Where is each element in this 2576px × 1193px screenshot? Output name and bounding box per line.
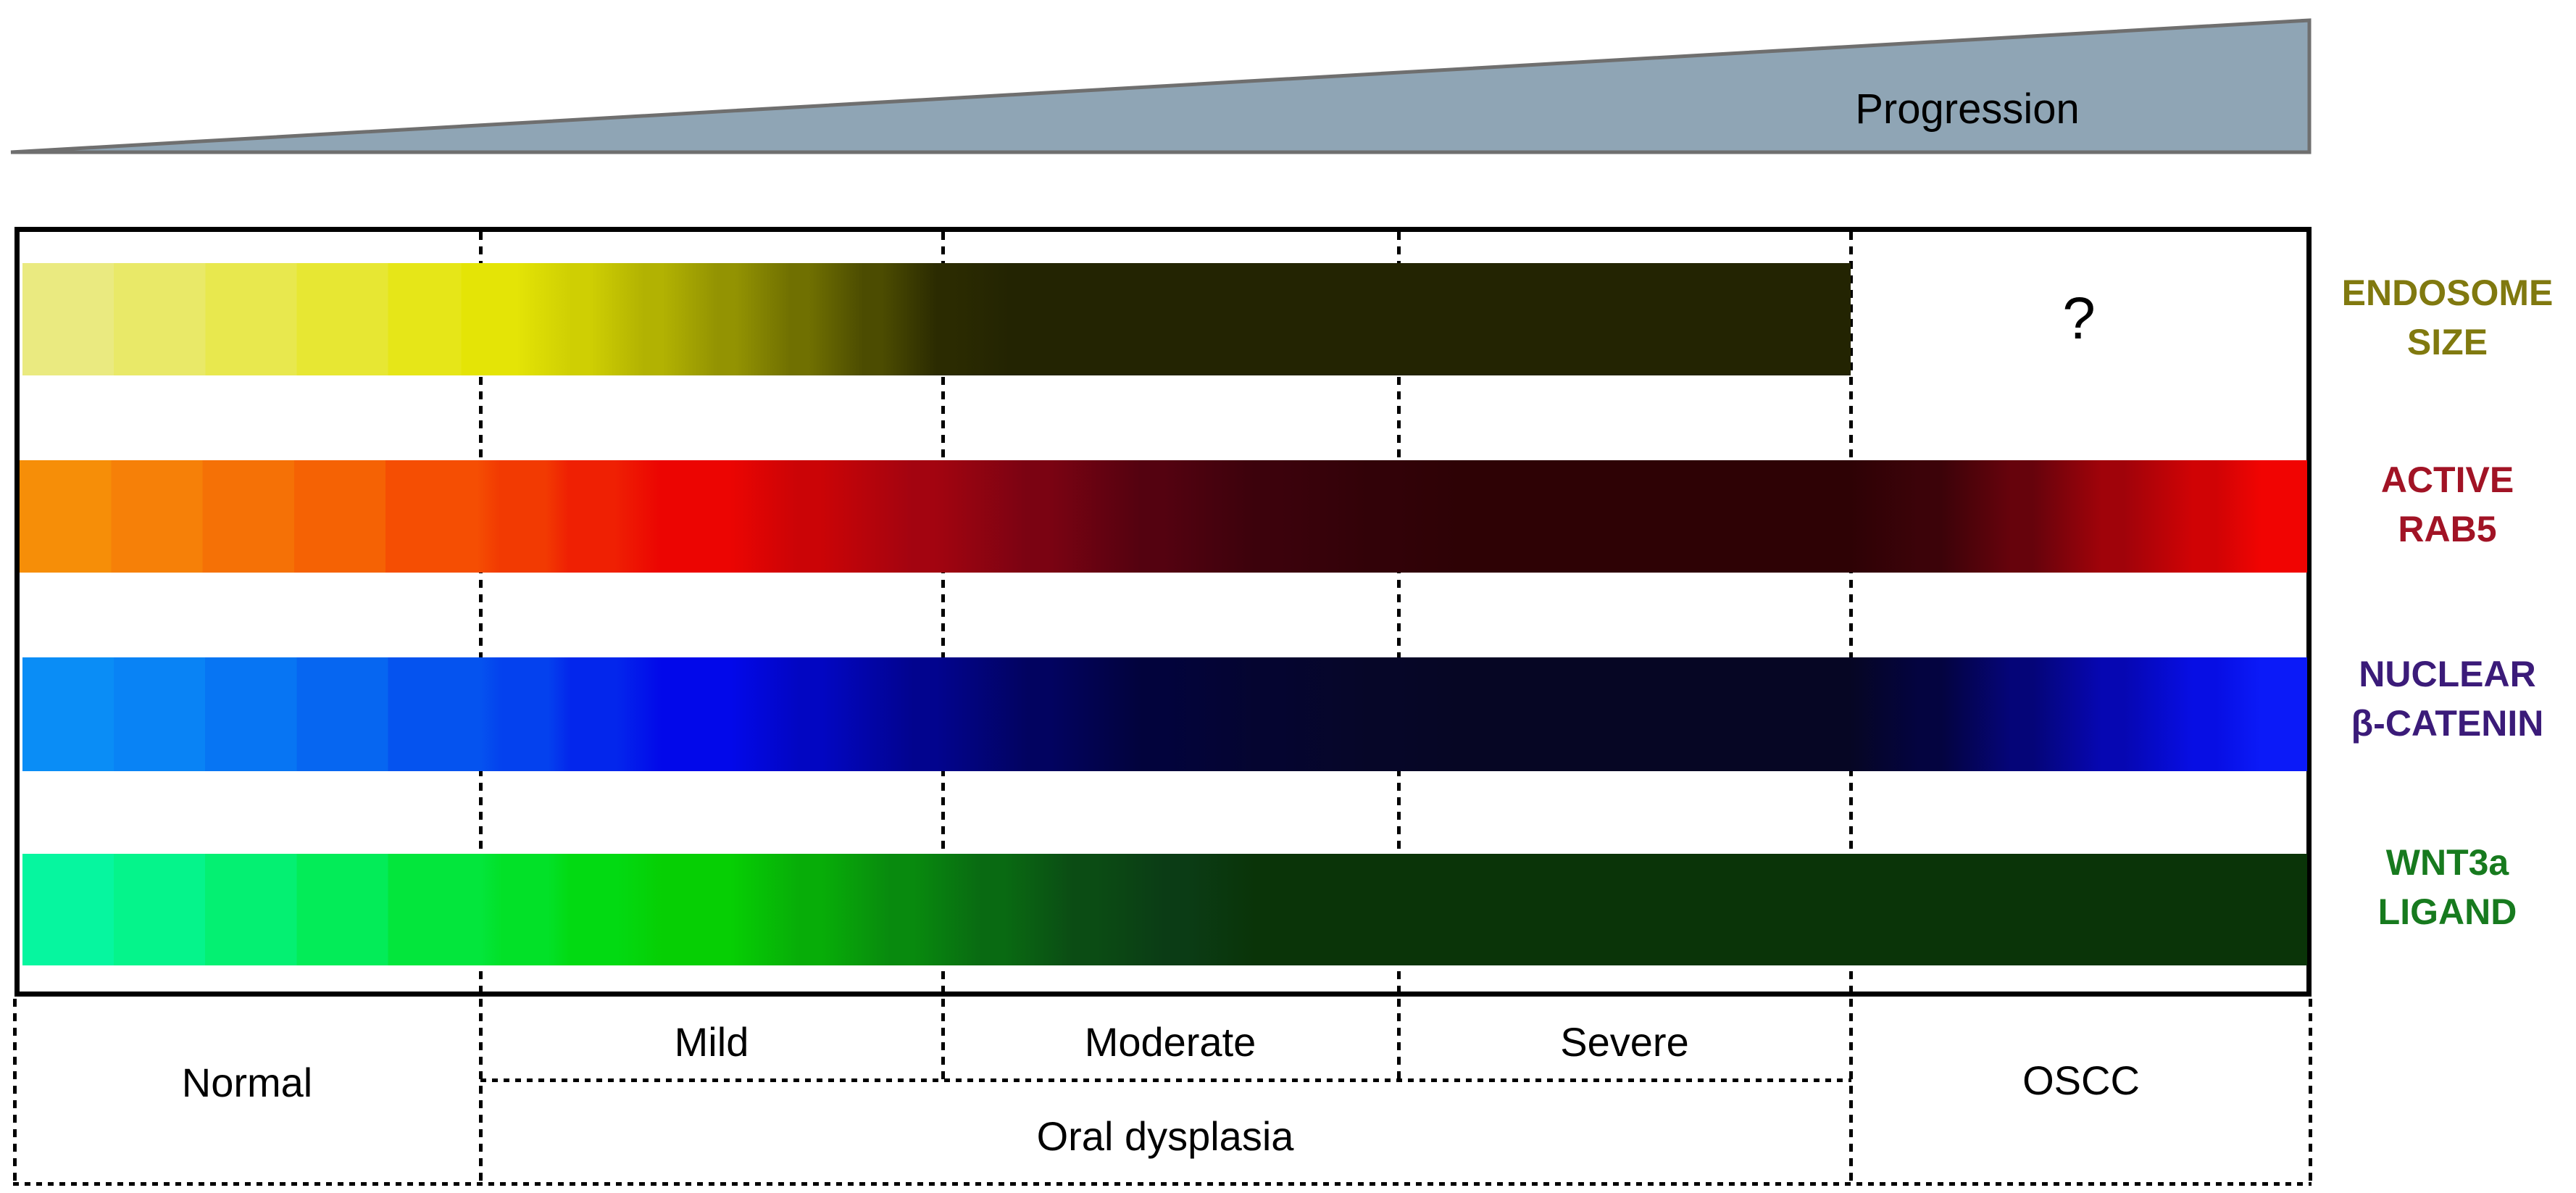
- stage-label-oscc: OSCC: [2022, 1057, 2140, 1103]
- dysplasia-top-dashed-line: [480, 1078, 1851, 1082]
- stage-label-severe: Severe: [1560, 1019, 1689, 1065]
- stage-label-mild: Mild: [674, 1019, 749, 1065]
- row-label-line: RAB5: [2398, 509, 2497, 549]
- stage-frame-bottom: [13, 1182, 2312, 1186]
- row-label-line: ACTIVE: [2380, 460, 2514, 500]
- row-label-line: β-CATENIN: [2351, 703, 2544, 744]
- stage-frame-moderate-severe: [1397, 999, 1401, 1081]
- nuclear-b-catenin-gradient-bar: [22, 657, 2307, 771]
- progression-label: Progression: [1855, 86, 2080, 133]
- stage-frame-mild-moderate: [941, 999, 945, 1081]
- active-rab5-gradient-bar: [20, 460, 2307, 573]
- row-label-line: NUCLEAR: [2359, 654, 2536, 694]
- stage-frame-normal-mild: [479, 999, 483, 1186]
- divider-moderate-severe: [1397, 232, 1401, 992]
- stage-label-normal: Normal: [181, 1060, 313, 1105]
- stage-frame-left: [13, 999, 17, 1186]
- row-label-line: LIGAND: [2377, 891, 2517, 932]
- row-label-line: WNT3a: [2385, 842, 2509, 883]
- row-label-active-rab5: ACTIVE RAB5: [2319, 455, 2576, 554]
- row-label-line: ENDOSOME: [2341, 273, 2554, 313]
- divider-mild-moderate: [941, 232, 945, 992]
- wnt3a-ligand-gradient-bar: [22, 854, 2307, 965]
- endosome-oscc-question-mark: ?: [2062, 286, 2096, 352]
- progression-triangle-shape: [10, 18, 2312, 154]
- stage-frame-right: [2309, 999, 2312, 1186]
- row-label-wnt3a-ligand: WNT3a LIGAND: [2319, 838, 2576, 936]
- row-label-endosome-size: ENDOSOME SIZE: [2319, 268, 2576, 367]
- stage-label-moderate: Moderate: [1084, 1019, 1256, 1065]
- row-label-nuclear-b-catenin: NUCLEAR β-CATENIN: [2319, 649, 2576, 748]
- stage-label-oral-dysplasia: Oral dysplasia: [1036, 1113, 1294, 1159]
- endosome-size-gradient-bar: [22, 263, 1851, 375]
- stage-frame-severe-oscc: [1849, 999, 1853, 1186]
- divider-normal-mild: [479, 232, 483, 992]
- divider-severe-oscc: [1849, 232, 1853, 992]
- row-label-line: SIZE: [2406, 322, 2488, 362]
- progression-triangle: [10, 18, 2312, 154]
